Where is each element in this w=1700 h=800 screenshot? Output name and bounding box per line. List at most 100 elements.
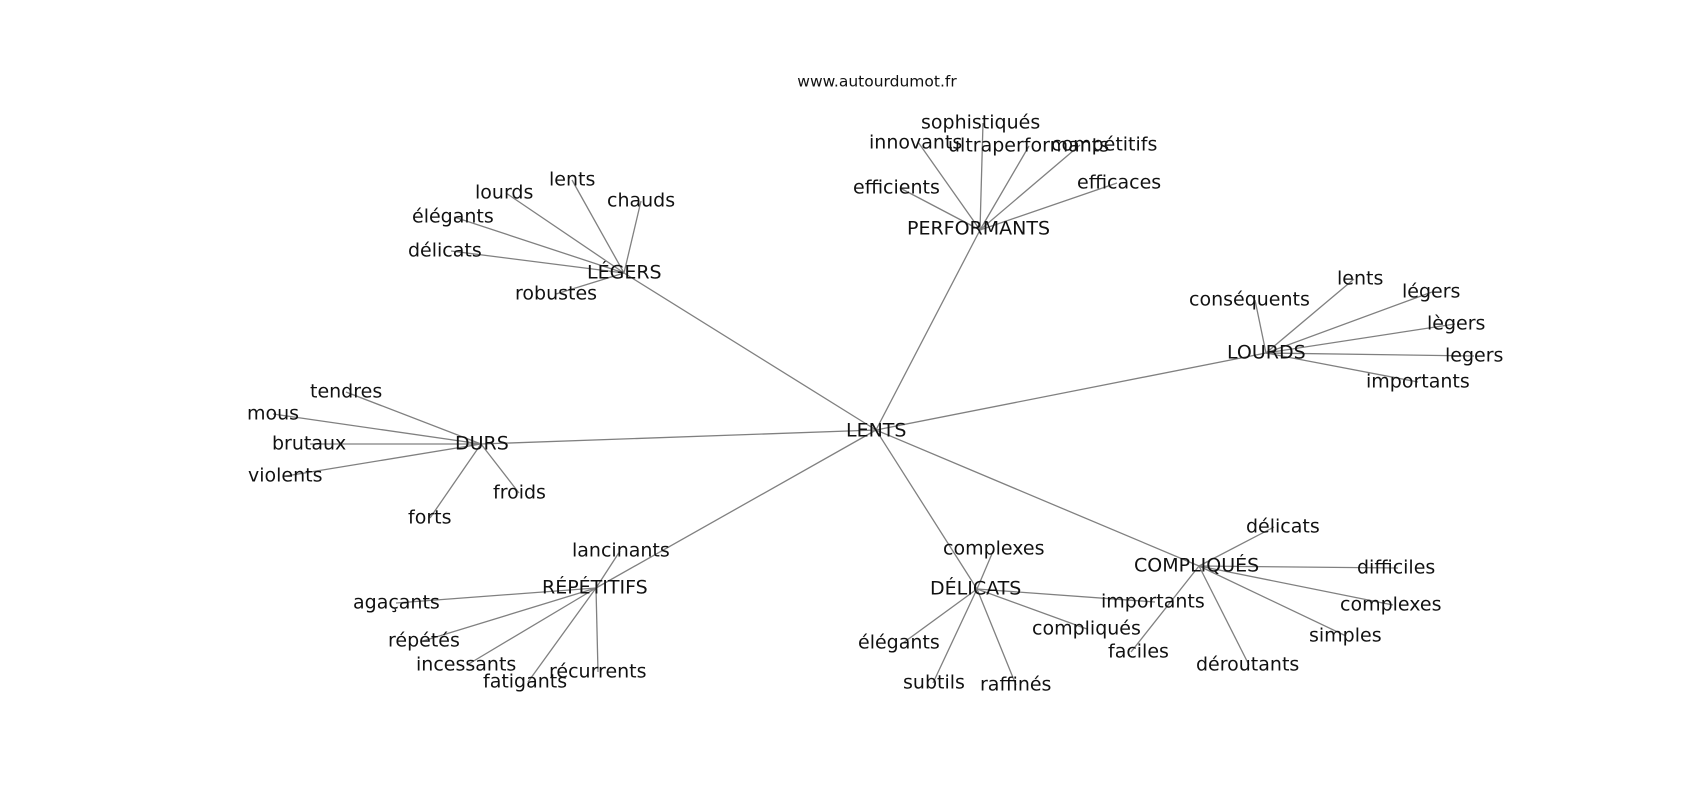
leaf-node-label: conséquents	[1189, 289, 1310, 311]
leaf-node-label: ultraperformants	[948, 135, 1109, 157]
edge-center-to-hub	[623, 272, 877, 431]
leaf-node-label: difficiles	[1357, 557, 1435, 579]
leaf-node-label: forts	[408, 507, 451, 529]
leaf-node-label: chauds	[607, 190, 675, 212]
leaf-node-label: lègers	[1427, 313, 1485, 335]
edge-hub-to-word	[1254, 299, 1267, 354]
hub-node-label: LOURDS	[1227, 342, 1306, 364]
leaf-node-label: élégants	[858, 632, 940, 654]
leaf-node-label: froids	[493, 482, 546, 504]
leaf-node-label: brutaux	[272, 433, 346, 455]
edge-hub-to-word	[595, 587, 599, 673]
center-node-label: LENTS	[846, 420, 906, 442]
edge-hub-to-word	[1130, 565, 1200, 653]
leaf-node-label: complexes	[1340, 594, 1442, 616]
leaf-node-label: efficaces	[1077, 172, 1161, 194]
leaf-node-label: délicats	[1246, 516, 1320, 538]
leaf-node-label: compétitifs	[1051, 134, 1157, 156]
edge-hub-to-word	[976, 588, 1156, 603]
edge-hub-to-word	[1198, 565, 1394, 606]
edge-center-to-hub	[875, 429, 1200, 567]
leaf-node-label: subtils	[903, 672, 965, 694]
edge-hub-to-word	[571, 179, 625, 274]
leaf-node-label: sophistiqués	[921, 112, 1040, 134]
edge-hub-to-word	[1265, 352, 1475, 357]
edge-hub-to-word	[272, 413, 482, 445]
leaf-node-label: délicats	[408, 240, 482, 262]
edge-hub-to-word	[555, 272, 625, 295]
leaf-node-label: récurrents	[549, 661, 647, 683]
edge-hub-to-word	[395, 587, 597, 604]
edge-hub-to-word	[976, 548, 995, 590]
edge-hub-to-word	[505, 192, 625, 274]
source-watermark: www.autourdumot.fr	[797, 73, 957, 91]
edge-hub-to-word	[422, 587, 597, 642]
edge-hub-to-word	[1265, 278, 1355, 354]
leaf-node-label: mous	[247, 403, 299, 425]
edge-hub-to-word	[932, 588, 978, 684]
edge-hub-to-word	[453, 216, 625, 274]
edge-hub-to-word	[1198, 565, 1399, 569]
edge-hub-to-word	[1265, 291, 1433, 354]
leaf-node-label: lents	[1337, 268, 1383, 290]
leaf-node-label: complexes	[943, 538, 1045, 560]
leaf-node-label: élégants	[412, 206, 494, 228]
edge-hub-to-word	[527, 587, 597, 683]
leaf-node-label: agaçants	[353, 592, 440, 614]
leaf-node-label: légers	[1402, 281, 1460, 303]
leaf-node-label: violents	[248, 465, 323, 487]
leaf-node-label: incessants	[416, 654, 516, 676]
leaf-node-label: raffinés	[980, 674, 1051, 696]
edge-hub-to-word	[979, 122, 984, 231]
leaf-node-label: lourds	[475, 182, 533, 204]
leaf-node-label: importants	[1101, 591, 1205, 613]
edge-center-to-hub	[875, 352, 1267, 431]
hub-node-label: RÉPÉTITIFS	[542, 576, 648, 599]
edge-center-to-hub	[595, 429, 877, 589]
hub-node-label: LÉGERS	[587, 261, 662, 284]
edge-hub-to-word	[899, 187, 981, 231]
edge-hub-to-word	[979, 182, 1118, 231]
edge-hub-to-word	[429, 443, 482, 519]
leaf-node-label: importants	[1366, 371, 1470, 393]
edge-hub-to-word	[1265, 352, 1419, 383]
edge-hub-to-word	[595, 550, 621, 589]
edge-hub-to-word	[450, 250, 625, 274]
leaf-node-label: faciles	[1108, 641, 1169, 663]
hub-node-label: DURS	[455, 433, 509, 455]
leaf-node-label: legers	[1445, 345, 1503, 367]
hub-node-label: COMPLIQUÉS	[1134, 554, 1259, 577]
edge-hub-to-word	[917, 141, 981, 231]
edge-hub-to-word	[480, 443, 520, 494]
edges	[272, 122, 1475, 686]
edge-hub-to-word	[1198, 526, 1275, 567]
edge-hub-to-word	[623, 200, 642, 274]
edge-hub-to-word	[1198, 565, 1250, 666]
edge-hub-to-word	[1265, 323, 1456, 354]
hub-node-label: PERFORMANTS	[907, 218, 1050, 240]
leaf-node-label: fatigants	[483, 671, 567, 693]
edge-hub-to-word	[976, 588, 1088, 630]
leaf-node-label: lents	[549, 169, 595, 191]
edge-hub-to-word	[285, 443, 482, 477]
edge-hub-to-word	[466, 587, 597, 666]
leaf-node-label: simples	[1309, 625, 1382, 647]
hub-node-label: DÉLICATS	[930, 577, 1021, 600]
labels: LENTS PERFORMANTS sophistiquésinnovantsult…	[247, 112, 1503, 696]
edge-hub-to-word	[976, 588, 1017, 686]
edge-center-to-hub	[875, 429, 978, 590]
leaf-node-label: innovants	[869, 132, 962, 154]
edge-center-to-hub	[480, 429, 877, 445]
leaf-node-label: compliqués	[1032, 618, 1141, 640]
leaf-node-label: lancinants	[572, 540, 670, 562]
leaf-node-label: répétés	[388, 630, 460, 652]
edge-hub-to-word	[1198, 565, 1347, 637]
leaf-node-label: déroutants	[1196, 654, 1299, 676]
edge-hub-to-word	[979, 144, 1081, 231]
edge-hub-to-word	[902, 588, 978, 644]
edge-center-to-hub	[875, 229, 981, 431]
leaf-node-label: tendres	[310, 381, 382, 403]
edge-hub-to-word	[979, 145, 1030, 231]
leaf-node-label: robustes	[515, 283, 597, 305]
